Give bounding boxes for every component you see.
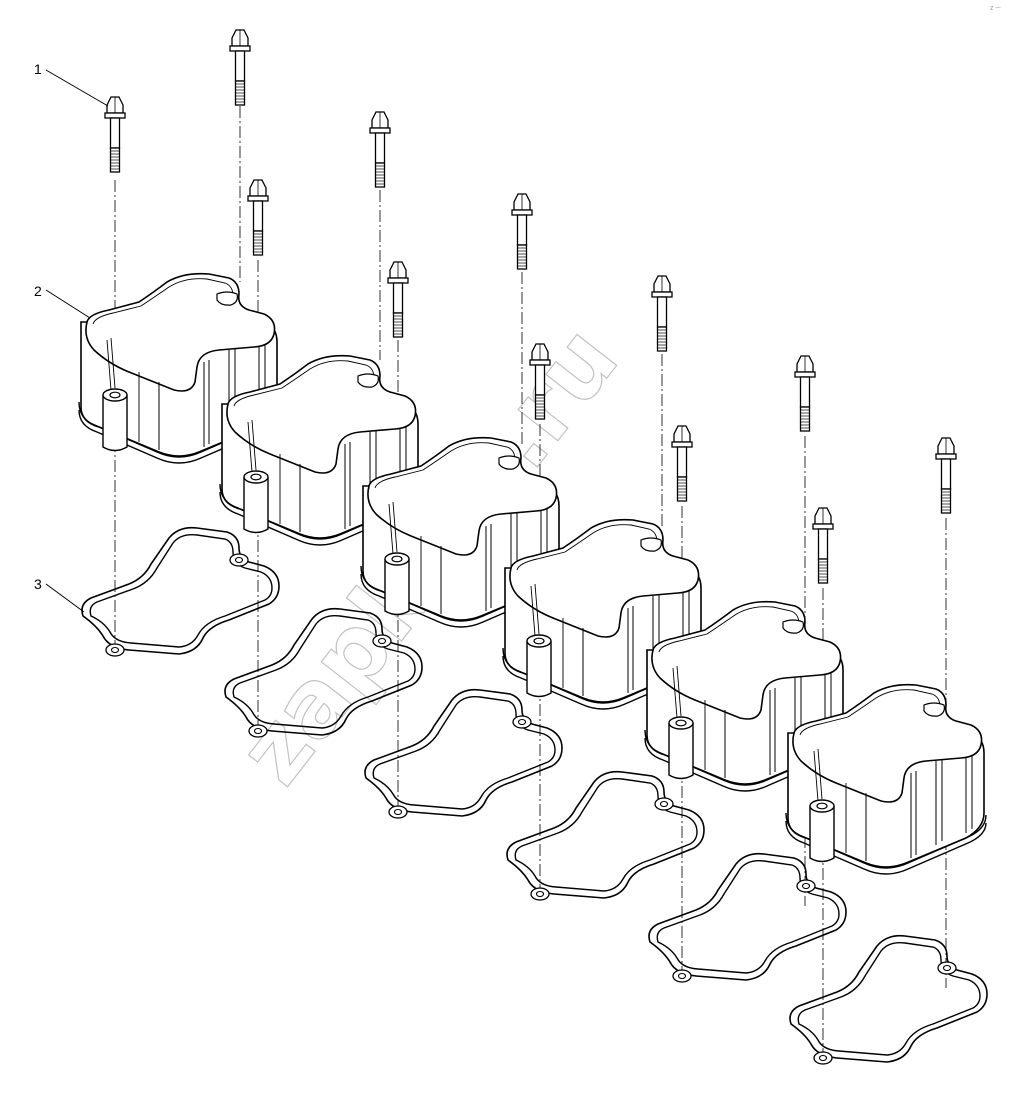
- bolt: [369, 111, 391, 188]
- bolt: [229, 29, 251, 106]
- gasket: [789, 934, 988, 1065]
- bolt: [387, 261, 409, 338]
- gasket: [648, 852, 847, 983]
- bolt: [812, 507, 834, 584]
- callout-leaders: [45, 69, 109, 613]
- bolt: [651, 275, 673, 352]
- callout-2: 2: [34, 283, 42, 299]
- bolt: [935, 437, 957, 514]
- bolt: [671, 425, 693, 502]
- bolt: [511, 193, 533, 270]
- gasket: [364, 688, 563, 819]
- corner-mark: z ─: [990, 5, 1000, 12]
- gasket: [81, 526, 280, 657]
- bolt: [794, 355, 816, 432]
- gasket: [506, 770, 705, 901]
- bolt: [247, 179, 269, 256]
- callout-1: 1: [34, 61, 42, 77]
- callout-3: 3: [34, 576, 42, 592]
- bolt: [104, 96, 126, 173]
